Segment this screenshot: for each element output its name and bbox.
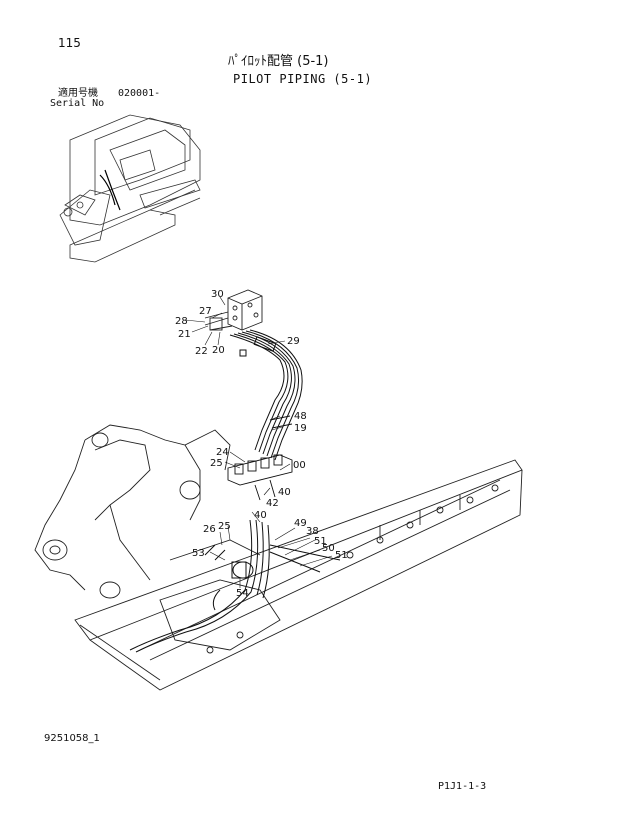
- callout-24: 24: [216, 447, 229, 458]
- callout-19: 19: [294, 423, 307, 434]
- page-title-japanese: ﾊﾟｲﾛｯﾄ配管 (5-1): [228, 54, 329, 69]
- serial-label-japanese: 適用号機: [58, 88, 98, 99]
- callout-42: 42: [266, 498, 279, 509]
- callout-29: 29: [287, 336, 300, 347]
- callout-51b: 51: [335, 550, 348, 561]
- serial-range: 020001-: [118, 88, 161, 99]
- callout-26: 26: [203, 524, 216, 535]
- callout-40b: 40: [254, 510, 267, 521]
- excavator-frame: [34, 424, 523, 691]
- callout-27: 27: [199, 306, 212, 317]
- callout-49: 49: [294, 518, 307, 529]
- callout-51: 51: [314, 536, 327, 547]
- lower-pilot-hoses: [129, 519, 341, 653]
- callout-48: 48: [294, 411, 307, 422]
- manifold-block: [227, 454, 293, 501]
- callout-25b: 25: [218, 521, 231, 532]
- callout-labels: [184, 296, 333, 588]
- callout-20: 20: [212, 345, 225, 356]
- document-number: 9251058_1: [44, 733, 100, 744]
- callout-50: 50: [322, 543, 335, 554]
- callout-21: 21: [178, 329, 191, 340]
- callout-00: 00: [293, 460, 306, 471]
- serial-label: Serial No: [50, 98, 105, 109]
- callout-numbers: 30 27 28 21 22 20 29 48 19 24 25 00 40 4…: [175, 289, 348, 599]
- overview-machine-drawing: [59, 114, 201, 263]
- page-title: PILOT PIPING (5-1): [233, 72, 373, 86]
- callout-40: 40: [278, 487, 291, 498]
- sheet-code: P1J1-1-3: [438, 781, 487, 792]
- pilot-hose-bundle: [229, 329, 303, 461]
- pilot-valve-block: [204, 289, 263, 331]
- callout-54: 54: [236, 588, 249, 599]
- callout-25: 25: [210, 458, 223, 469]
- callout-28: 28: [175, 316, 188, 327]
- callout-38: 38: [306, 526, 319, 537]
- callout-53: 53: [192, 548, 205, 559]
- callout-22: 22: [195, 346, 208, 357]
- page-number: 115: [58, 36, 81, 50]
- callout-30: 30: [211, 289, 224, 300]
